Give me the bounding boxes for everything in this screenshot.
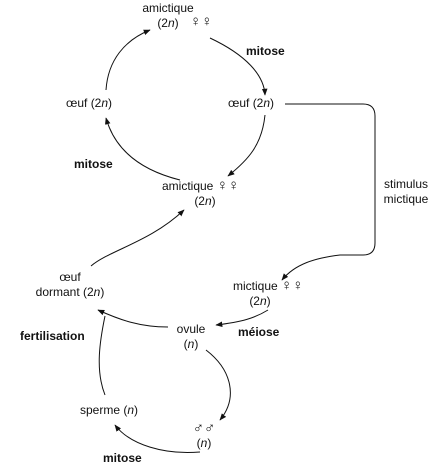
process-fertilisation: fertilisation (20, 329, 85, 343)
node-ovule: ovule (n) (176, 322, 206, 351)
male-symbol: ♂♂ (192, 420, 216, 437)
node-egg-left: œuf (2n) (66, 96, 113, 110)
process-mitose-left: mitose (74, 157, 113, 171)
process-meiose: méiose (238, 325, 280, 339)
line-sperme-to-fertilisation (98, 315, 106, 396)
node-male: ♂♂ (n) (180, 421, 228, 451)
node-amictique-mid: amictique ♀♀ (162, 177, 240, 194)
amictique-top-name: amictique (142, 1, 194, 15)
arrow-male-to-sperme (114, 424, 201, 454)
process-mitose-top: mitose (246, 44, 285, 58)
node-amictique-top: amictique (2n) (136, 1, 200, 31)
arrow-amictique-to-egg-right (209, 37, 268, 96)
arrow-egg-right-to-amictique-mid (227, 114, 266, 177)
process-mitose-bottom: mitose (103, 451, 142, 465)
arrow-ovule-to-egg-dormant (97, 309, 169, 328)
amictique-top-ploidy: (2n) (157, 16, 179, 30)
node-mictique: mictique ♀♀ (233, 277, 304, 294)
node-sperme: sperme (n) (80, 403, 139, 417)
arrow-egg-dormant-to-amictique-mid (90, 209, 185, 267)
arrow-ovule-to-male (205, 349, 231, 421)
node-egg-right: œuf (2n) (228, 96, 275, 110)
arrow-amictique-mid-to-egg-left (105, 117, 181, 181)
arrow-mictique-to-ovule (215, 309, 269, 328)
amictique-mid-ploidy: (2n) (194, 194, 216, 208)
node-egg-dormant: œuf dormant (2n) (35, 270, 105, 299)
arrow-stimulus-to-mictique (281, 103, 376, 281)
female-symbol-top: ♀♀ (190, 13, 213, 30)
female-symbol-mictique: ♀♀ (281, 277, 304, 294)
female-symbol-mid: ♀♀ (216, 177, 240, 194)
process-stimulus-mictique: stimulus mictique (383, 177, 429, 206)
mictique-ploidy: (2n) (249, 294, 271, 308)
arrow-egg-left-to-amictique-top (105, 29, 151, 91)
